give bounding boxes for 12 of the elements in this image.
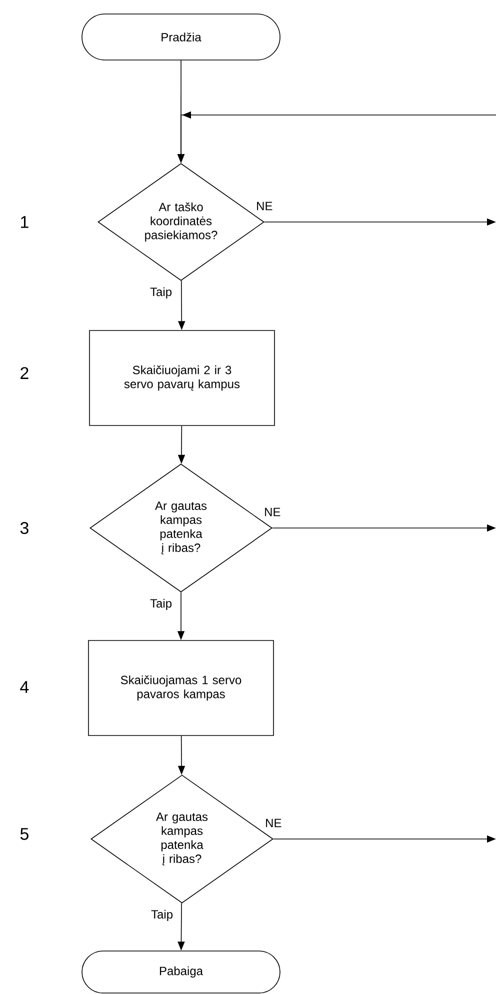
process-box: Skaičiuojami 2 ir 3 servo pavarų kampus <box>89 330 275 426</box>
step-number: 3 <box>20 522 28 534</box>
step-number: 4 <box>20 681 29 693</box>
step-number: 5 <box>20 828 28 840</box>
terminal-box: Pabaiga <box>82 950 280 994</box>
edge-label: Taip <box>150 908 174 922</box>
step-number: 1 <box>21 216 28 228</box>
terminal-box: Pradžia <box>82 14 280 60</box>
edge-label: Taip <box>149 598 173 611</box>
process-box: Skaičiuojamas 1 servo pavaros kampas <box>88 640 274 736</box>
step-number: 2 <box>20 367 28 379</box>
edge-label: Taip <box>149 286 173 300</box>
